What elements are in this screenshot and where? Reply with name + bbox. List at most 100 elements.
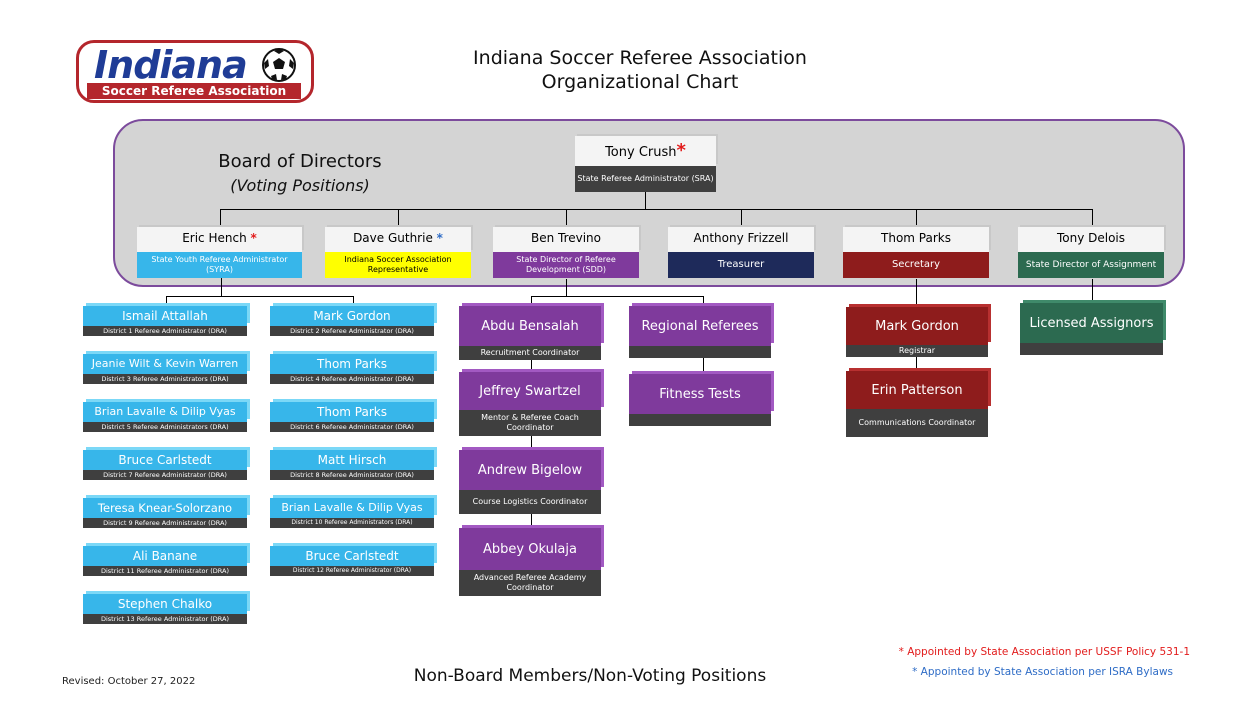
- development-name: Jeffrey Swartzel: [459, 372, 601, 410]
- red-marker: *: [250, 231, 257, 245]
- dra-role: District 3 Referee Administrators (DRA): [83, 374, 247, 384]
- dra-card: Ismail Attallah District 1 Referee Admin…: [83, 306, 247, 342]
- dra-role: District 10 Referee Administrators (DRA): [270, 518, 434, 528]
- dra-name: Jeanie Wilt & Kevin Warren: [83, 354, 247, 374]
- note-isra-bylaws: * Appointed by State Association per ISR…: [912, 666, 1173, 678]
- dra-name: Brian Lavalle & Dilip Vyas: [270, 498, 434, 518]
- development-card: Fitness Tests: [629, 374, 771, 426]
- development-card: Abdu Bensalah Recruitment Coordinator: [459, 306, 601, 360]
- dra-name: Teresa Knear-Solorzano: [83, 498, 247, 518]
- secretary-staff-name: Mark Gordon: [846, 307, 988, 345]
- dra-card: Brian Lavalle & Dilip Vyas District 5 Re…: [83, 402, 247, 438]
- secretary-card: Erin Patterson Communications Coordinato…: [846, 371, 988, 437]
- dra-card: Bruce Carlstedt District 12 Referee Admi…: [270, 546, 434, 582]
- development-card: Abbey Okulaja Advanced Referee Academy C…: [459, 528, 601, 596]
- dra-name: Thom Parks: [270, 354, 434, 374]
- director-name-card: Anthony Frizzell: [668, 227, 814, 252]
- dra-name: Brian Lavalle & Dilip Vyas: [83, 402, 247, 422]
- board-title: Board of Directors (Voting Positions): [200, 150, 400, 198]
- director-name: Tony Delois: [1056, 231, 1126, 245]
- note-ussf-policy: * Appointed by State Association per USS…: [898, 646, 1190, 658]
- blue-marker: *: [436, 231, 443, 245]
- dra-name: Mark Gordon: [270, 306, 434, 326]
- board-subtitle: (Voting Positions): [230, 176, 370, 195]
- director-name-card: Thom Parks: [843, 227, 989, 252]
- logo-subtitle: Soccer Referee Association: [87, 83, 301, 99]
- assignment-card: Licensed Assignors: [1020, 303, 1163, 355]
- development-role: [629, 346, 771, 358]
- dra-role: District 9 Referee Administrator (DRA): [83, 518, 247, 528]
- director-name: Thom Parks: [881, 231, 951, 245]
- director-role: State Director of Referee Development (S…: [493, 252, 639, 278]
- dra-name: Bruce Carlstedt: [83, 450, 247, 470]
- director-name-card: Dave Guthrie *: [325, 227, 471, 252]
- director-name: Ben Trevino: [530, 231, 602, 245]
- director-role: State Director of Assignment: [1018, 252, 1164, 278]
- development-card: Jeffrey Swartzel Mentor & Referee Coach …: [459, 372, 601, 436]
- development-card: Andrew Bigelow Course Logistics Coordina…: [459, 450, 601, 514]
- dra-role: District 13 Referee Administrator (DRA): [83, 614, 247, 624]
- dra-card: Teresa Knear-Solorzano District 9 Refere…: [83, 498, 247, 534]
- development-name: Regional Referees: [629, 306, 771, 346]
- secretary-staff-role: Communications Coordinator: [846, 409, 988, 437]
- sra-name-card: Tony Crush*: [575, 136, 716, 166]
- director-name: Dave Guthrie: [353, 231, 433, 245]
- dra-name: Thom Parks: [270, 402, 434, 422]
- development-name: Andrew Bigelow: [459, 450, 601, 490]
- dra-name: Matt Hirsch: [270, 450, 434, 470]
- director-role: State Youth Referee Administrator (SYRA): [137, 252, 302, 278]
- development-role: Recruitment Coordinator: [459, 346, 601, 360]
- director-name-card: Tony Delois: [1018, 227, 1164, 252]
- board-title-text: Board of Directors: [218, 151, 382, 172]
- dra-card: Thom Parks District 6 Referee Administra…: [270, 402, 434, 438]
- development-name: Fitness Tests: [629, 374, 771, 414]
- development-role: Mentor & Referee Coach Coordinator: [459, 410, 601, 436]
- assignment-staff-name: Licensed Assignors: [1020, 303, 1163, 343]
- development-role: Advanced Referee Academy Coordinator: [459, 570, 601, 596]
- development-role: [629, 414, 771, 426]
- director-role: Treasurer: [668, 252, 814, 278]
- dra-name: Ismail Attallah: [83, 306, 247, 326]
- development-name: Abbey Okulaja: [459, 528, 601, 570]
- dra-card: Ali Banane District 11 Referee Administr…: [83, 546, 247, 582]
- director-role: Secretary: [843, 252, 989, 278]
- dra-name: Ali Banane: [83, 546, 247, 566]
- sra-role: State Referee Administrator (SRA): [575, 166, 716, 192]
- director-name-card: Eric Hench *: [137, 227, 302, 252]
- sra-marker: *: [676, 140, 686, 161]
- dra-card: Brian Lavalle & Dilip Vyas District 10 R…: [270, 498, 434, 534]
- non-board-label: Non-Board Members/Non-Voting Positions: [413, 666, 767, 686]
- dra-card: Stephen Chalko District 13 Referee Admin…: [83, 594, 247, 630]
- chart-title: Indiana Soccer Referee Association Organ…: [380, 46, 900, 94]
- dra-card: Matt Hirsch District 8 Referee Administr…: [270, 450, 434, 486]
- title-line-2: Organizational Chart: [541, 71, 739, 93]
- director-name: Eric Hench: [182, 231, 247, 245]
- dra-card: Thom Parks District 4 Referee Administra…: [270, 354, 434, 390]
- development-card: Regional Referees: [629, 306, 771, 358]
- dra-role: District 7 Referee Administrator (DRA): [83, 470, 247, 480]
- dra-card: Mark Gordon District 2 Referee Administr…: [270, 306, 434, 342]
- dra-role: District 12 Referee Administrator (DRA): [270, 566, 434, 576]
- dra-role: District 2 Referee Administrator (DRA): [270, 326, 434, 336]
- dra-name: Stephen Chalko: [83, 594, 247, 614]
- title-line-1: Indiana Soccer Referee Association: [473, 47, 807, 69]
- secretary-staff-role: Registrar: [846, 345, 988, 357]
- soccer-ball-icon: [261, 47, 297, 83]
- assignment-staff-role: [1020, 343, 1163, 355]
- dra-role: District 11 Referee Administrator (DRA): [83, 566, 247, 576]
- development-name: Abdu Bensalah: [459, 306, 601, 346]
- dra-role: District 4 Referee Administrator (DRA): [270, 374, 434, 384]
- secretary-card: Mark Gordon Registrar: [846, 307, 988, 357]
- dra-role: District 8 Referee Administrator (DRA): [270, 470, 434, 480]
- director-name-card: Ben Trevino: [493, 227, 639, 252]
- dra-card: Jeanie Wilt & Kevin Warren District 3 Re…: [83, 354, 247, 390]
- logo-word: Indiana: [94, 43, 248, 87]
- dra-name: Bruce Carlstedt: [270, 546, 434, 566]
- development-role: Course Logistics Coordinator: [459, 490, 601, 514]
- revised-date: Revised: October 27, 2022: [62, 676, 196, 687]
- dra-role: District 5 Referee Administrators (DRA): [83, 422, 247, 432]
- logo: Indiana Soccer Referee Association: [76, 40, 314, 103]
- dra-card: Bruce Carlstedt District 7 Referee Admin…: [83, 450, 247, 486]
- director-name: Anthony Frizzell: [693, 231, 789, 245]
- director-role: Indiana Soccer Association Representativ…: [325, 252, 471, 278]
